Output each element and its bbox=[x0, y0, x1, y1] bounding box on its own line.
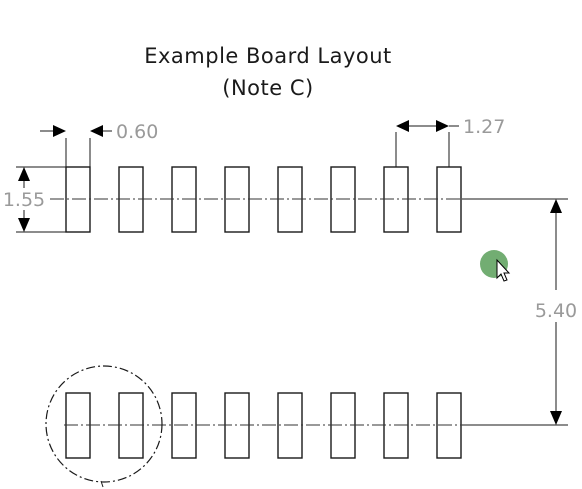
pad-length-label: 1.55 bbox=[3, 189, 45, 211]
pad-width-label: 0.60 bbox=[116, 121, 158, 143]
pad-width-dimension: 0.60 bbox=[40, 121, 158, 167]
detail-circle bbox=[45, 365, 163, 483]
pad-length-dimension: 1.55 bbox=[3, 166, 66, 233]
arrow-right-icon bbox=[53, 125, 66, 137]
arrow-left-icon bbox=[90, 125, 103, 137]
arrow-down-icon bbox=[550, 411, 562, 425]
arrow-up-icon bbox=[550, 199, 562, 213]
arrow-down-icon bbox=[18, 218, 30, 232]
pitch-label: 1.27 bbox=[463, 116, 505, 138]
row-spacing-label: 5.40 bbox=[535, 300, 577, 322]
row-spacing-dimension: 5.40 bbox=[535, 199, 577, 425]
pitch-dimension: 1.27 bbox=[395, 116, 505, 167]
drawing-title: Example Board Layout bbox=[144, 44, 392, 68]
arrow-right-icon bbox=[436, 120, 449, 132]
mouse-pointer-icon bbox=[496, 258, 511, 282]
detail-callout bbox=[45, 365, 163, 488]
mouse-cursor bbox=[480, 250, 511, 282]
drawing-note: (Note C) bbox=[222, 76, 313, 100]
arrow-left-icon bbox=[396, 120, 409, 132]
arrow-up-icon bbox=[18, 167, 30, 181]
